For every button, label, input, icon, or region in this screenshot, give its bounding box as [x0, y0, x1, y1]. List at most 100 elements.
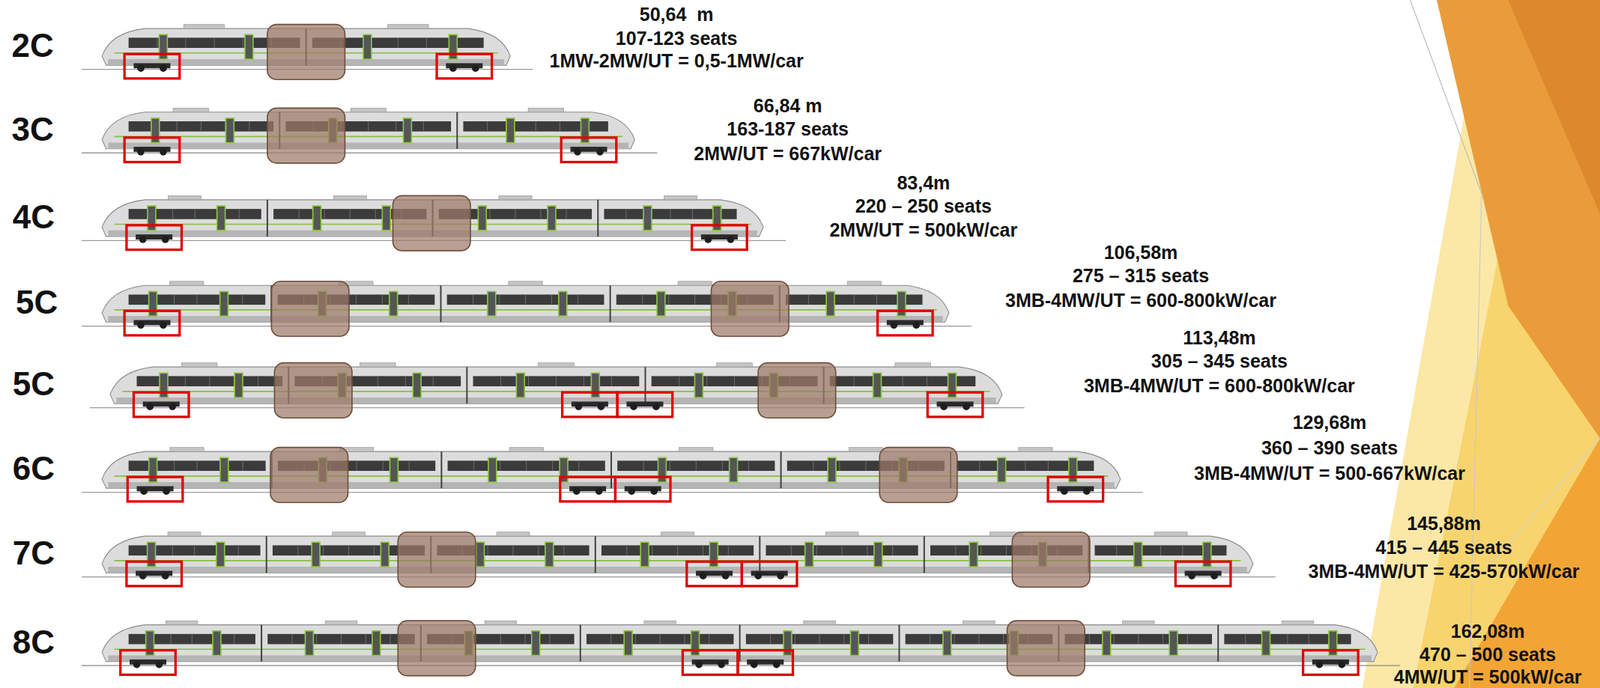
door: [897, 291, 906, 317]
door: [402, 118, 412, 144]
window-divider: [208, 376, 210, 387]
train-body: [101, 451, 1121, 489]
door: [311, 542, 320, 568]
door: [713, 205, 722, 231]
power-pack-box: [274, 363, 353, 419]
row-label: 4C: [12, 199, 55, 236]
seats-label: 107-123 seats: [615, 28, 738, 50]
door: [826, 291, 835, 317]
car-joint: [440, 451, 442, 489]
window-divider: [577, 294, 579, 305]
window-divider: [683, 634, 685, 645]
wheel: [597, 402, 606, 411]
window-divider: [1308, 634, 1310, 645]
label-anchor: 415 – 445 seats: [1376, 538, 1513, 560]
window-band: [473, 376, 640, 387]
label-anchor: 3C: [11, 111, 54, 148]
window-divider: [926, 376, 928, 387]
window-divider: [1005, 545, 1007, 556]
window-divider: [173, 460, 175, 472]
wheel: [139, 572, 147, 580]
window-divider: [173, 294, 175, 305]
bogie-highlight: [737, 650, 794, 676]
row-label: 5C: [12, 366, 55, 403]
rail-line: [81, 665, 1400, 666]
window-divider: [669, 460, 671, 472]
window-divider: [340, 634, 342, 645]
label-anchor: 4MW/UT = 500kW/car: [1394, 668, 1583, 688]
window-divider: [583, 376, 585, 387]
window-divider: [486, 121, 488, 132]
label-anchor: 2MW/UT = 667kW/car: [693, 143, 882, 165]
door: [850, 631, 859, 657]
label-anchor: 129,68m: [1292, 412, 1368, 434]
window-divider: [194, 208, 196, 220]
window-divider: [528, 376, 529, 387]
power-pack-box: [1011, 532, 1090, 589]
window-divider: [980, 545, 982, 556]
wheel: [596, 148, 604, 156]
window-divider: [728, 545, 729, 556]
car-joint: [439, 285, 442, 323]
window-divider: [843, 634, 845, 645]
train-unit: [81, 107, 657, 164]
window-divider: [172, 545, 174, 556]
bogie-highlight: [127, 477, 183, 502]
length-label: 113,48m: [1182, 328, 1256, 350]
window-divider: [853, 294, 855, 305]
window-divider: [641, 294, 643, 305]
window-divider: [1047, 460, 1049, 472]
window-divider: [375, 208, 377, 220]
wheel: [890, 322, 899, 330]
wheel: [1338, 661, 1347, 669]
door: [943, 631, 952, 657]
window-divider: [1002, 634, 1004, 645]
window-divider: [373, 545, 375, 556]
length-label: 129,68m: [1292, 412, 1368, 434]
label-anchor: 6C: [12, 450, 55, 487]
wheel: [161, 235, 170, 244]
window-divider: [694, 294, 696, 305]
bogie-highlight: [133, 392, 189, 418]
bogie-highlight: [682, 650, 738, 676]
window-divider: [241, 294, 243, 305]
car-joint: [1217, 625, 1219, 663]
window-divider: [929, 634, 931, 645]
roof-equipment: [1281, 620, 1314, 625]
window-divider: [722, 460, 723, 472]
window-divider: [549, 634, 550, 645]
background-decoration: [1362, 0, 1600, 688]
roof-equipment: [644, 620, 677, 625]
seats-label: 275 – 315 seats: [1072, 265, 1209, 287]
window-divider: [748, 460, 750, 472]
wheel: [159, 148, 168, 156]
label-anchor: 163-187 seats: [726, 119, 849, 141]
power-label: 3MB-4MW/UT = 500-667kW/car: [1194, 463, 1466, 485]
length-label: 50,64 m: [639, 5, 714, 27]
train-unit: [81, 281, 972, 338]
window-divider: [979, 460, 980, 472]
window-band: [137, 376, 284, 387]
window-divider: [841, 545, 843, 556]
door: [147, 205, 156, 231]
car-joint: [266, 200, 269, 237]
wheel: [1060, 487, 1069, 496]
door: [477, 205, 487, 231]
window-divider: [489, 208, 490, 220]
window-divider: [185, 37, 186, 48]
power-label: 3MB-4MW/UT = 425-570kW/car: [1308, 561, 1580, 583]
door: [516, 373, 525, 398]
wheel: [699, 572, 708, 580]
window-divider: [214, 37, 215, 48]
window-divider: [242, 460, 244, 472]
window-divider: [472, 294, 474, 305]
roof-equipment: [509, 447, 544, 452]
bogie-highlight: [1303, 650, 1359, 676]
wheel: [168, 402, 177, 411]
car-joint: [780, 451, 783, 489]
window-divider: [695, 460, 697, 472]
window-divider: [316, 634, 317, 645]
door: [591, 373, 600, 398]
label-anchor: 3MB-4MW/UT = 500-667kW/car: [1194, 463, 1466, 485]
door: [531, 631, 541, 657]
